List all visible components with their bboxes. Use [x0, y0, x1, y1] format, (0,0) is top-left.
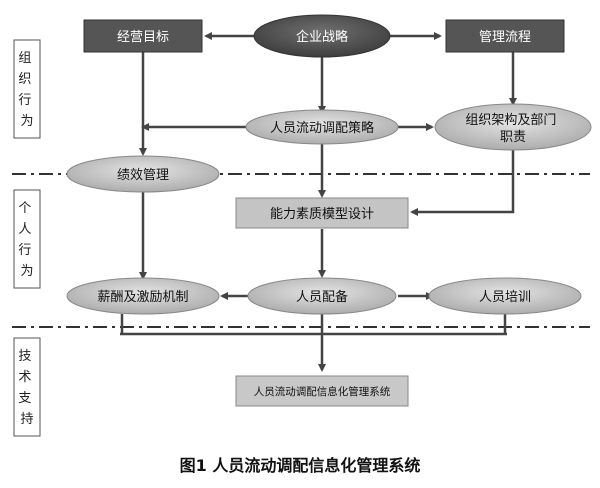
- node-staffing-label: 人员配备: [296, 289, 348, 305]
- side-label-org: 组 织 行 为: [18, 51, 35, 129]
- node-mobility-strategy: [245, 109, 399, 145]
- node-org-structure: [434, 103, 592, 151]
- node-performance-label: 绩效管理: [117, 168, 169, 183]
- node-training: [428, 277, 582, 315]
- node-mobility-strategy-label: 人员流动调配策略: [270, 120, 374, 136]
- node-mgmt-process: [445, 19, 565, 53]
- node-competency-model: [235, 197, 409, 229]
- node-strategy-label: 企业战略: [296, 29, 348, 45]
- node-mgmt-process-label: 管理流程: [479, 30, 531, 45]
- node-competency-model-label: 能力素质模型设计: [270, 207, 374, 222]
- node-info-system: [235, 375, 409, 407]
- node-performance: [66, 155, 220, 193]
- node-business-goals-label: 经营目标: [117, 30, 169, 45]
- node-training-label: 人员培训: [479, 289, 531, 305]
- arrow-org-to-competency: [410, 150, 515, 216]
- side-label-tech: 技 术 支 持: [18, 349, 35, 427]
- side-label-individual: 个 人 行 为: [18, 201, 35, 279]
- figure-caption: 图1 人员流动调配信息化管理系统: [179, 456, 421, 475]
- side-label-box-individual: [13, 189, 41, 289]
- node-strategy: [253, 14, 391, 58]
- node-org-structure-label: 组织架构及部门 职责: [465, 113, 560, 145]
- node-business-goals: [83, 19, 203, 53]
- node-compensation: [66, 277, 220, 315]
- side-label-box-org: [13, 39, 41, 139]
- node-staffing: [247, 277, 397, 315]
- side-label-box-tech: [13, 337, 41, 437]
- node-compensation-label: 薪酬及激励机制: [97, 290, 188, 305]
- node-info-system-label: 人员流动调配信息化管理系统: [254, 385, 391, 398]
